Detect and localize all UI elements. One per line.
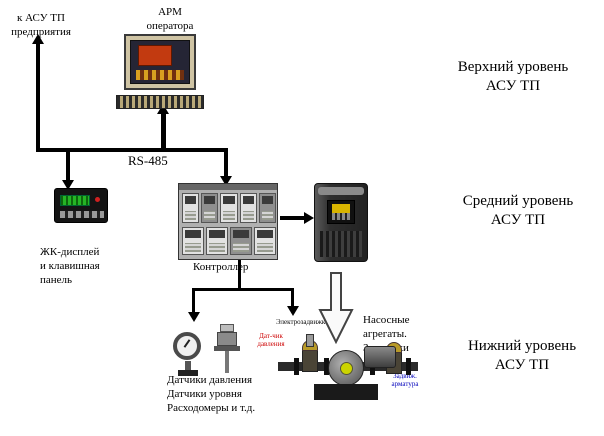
label-small-electrovalve: Электрозадвижка	[276, 318, 329, 326]
line-controller-to-vfd	[280, 216, 306, 220]
label-to-plant-asu: к АСУ ТП предприятия	[11, 12, 71, 38]
plc-module	[182, 227, 204, 255]
lcd-screen	[60, 195, 90, 206]
arrowhead-down-controller-icon	[220, 176, 232, 186]
plc-module	[206, 227, 228, 255]
pump-base	[314, 384, 378, 400]
pump-volute	[328, 350, 364, 386]
electro-valve	[302, 340, 318, 372]
line-branch-to-sensors	[192, 288, 195, 314]
level-sensor-cap	[220, 324, 234, 332]
workstation-image	[116, 34, 204, 112]
vfd-keypad	[327, 200, 355, 224]
controller-image	[178, 183, 278, 260]
level-sensor-head	[217, 332, 237, 346]
line-bus-to-workstation	[161, 113, 166, 150]
arrowhead-down-sensors-icon	[188, 312, 200, 322]
pressure-transmitter	[306, 334, 314, 347]
monitor	[124, 34, 196, 90]
gauge-stem	[185, 361, 191, 370]
keyboard	[116, 95, 204, 109]
pipe-flange	[324, 358, 329, 375]
plc-module	[239, 193, 257, 223]
scada-screen	[130, 40, 190, 84]
label-small-valve: Задвиж. арматура	[391, 372, 419, 389]
label-controller: Контроллер	[193, 261, 249, 273]
label-arm-operator: АРМ оператора	[146, 6, 194, 32]
lcd-led-icon	[95, 197, 100, 202]
arrowhead-up-workstation-icon	[157, 104, 169, 114]
arrowhead-down-valve-icon	[287, 306, 299, 316]
plc-module-row-top	[182, 193, 277, 223]
label-middle-level: Средний уровень АСУ ТП	[462, 193, 574, 228]
pump-image	[272, 326, 422, 410]
vfd-heatsink	[320, 231, 362, 257]
plc-module	[201, 193, 219, 223]
big-down-arrow-icon	[318, 272, 354, 344]
arrowhead-down-lcd-icon	[62, 180, 74, 190]
level-sensor-flange	[214, 346, 240, 351]
pipe-flange	[406, 358, 411, 375]
bus-line-rs485	[36, 148, 228, 152]
pressure-gauge-image	[170, 330, 206, 376]
lcd-panel-image	[54, 188, 108, 223]
line-bus-to-controller	[224, 150, 228, 178]
plc-module-row-bottom	[182, 227, 276, 255]
line-controller-down	[238, 260, 241, 290]
label-upper-level: Верхний уровень АСУ ТП	[457, 59, 569, 94]
arrowhead-up-enterprise-icon	[32, 34, 44, 44]
label-field-sensors: Датчики давления Датчики уровня Расходом…	[167, 374, 256, 414]
pump-motor	[364, 346, 396, 368]
line-field-branch	[192, 288, 294, 291]
line-to-enterprise	[36, 44, 40, 150]
label-rs485: RS-485	[128, 153, 168, 168]
plc-module	[254, 227, 276, 255]
plc-rail	[179, 184, 277, 190]
gauge-dial	[173, 332, 201, 360]
line-bus-to-lcd	[66, 150, 70, 182]
label-lcd-panel: ЖК-дисплей и клавишная панель	[40, 246, 100, 286]
plc-module	[220, 193, 238, 223]
lcd-buttons	[60, 211, 104, 218]
arrowhead-right-vfd-icon	[304, 212, 314, 224]
level-sensor-probe	[225, 351, 229, 373]
gauge-base	[178, 370, 198, 376]
vfd-top-cap	[318, 187, 364, 195]
plc-module	[182, 193, 200, 223]
label-small-pressure-sensor: Дат-чик давления	[257, 332, 285, 349]
label-lower-level: Нижний уровень АСУ ТП	[467, 338, 577, 373]
pipe-flange	[294, 358, 299, 375]
frequency-drive-image	[314, 183, 368, 262]
plc-module	[258, 193, 277, 223]
level-sensor-image	[212, 324, 242, 376]
plc-module	[230, 227, 252, 255]
pump-cap-icon	[340, 362, 353, 375]
line-branch-to-valve	[291, 288, 294, 308]
